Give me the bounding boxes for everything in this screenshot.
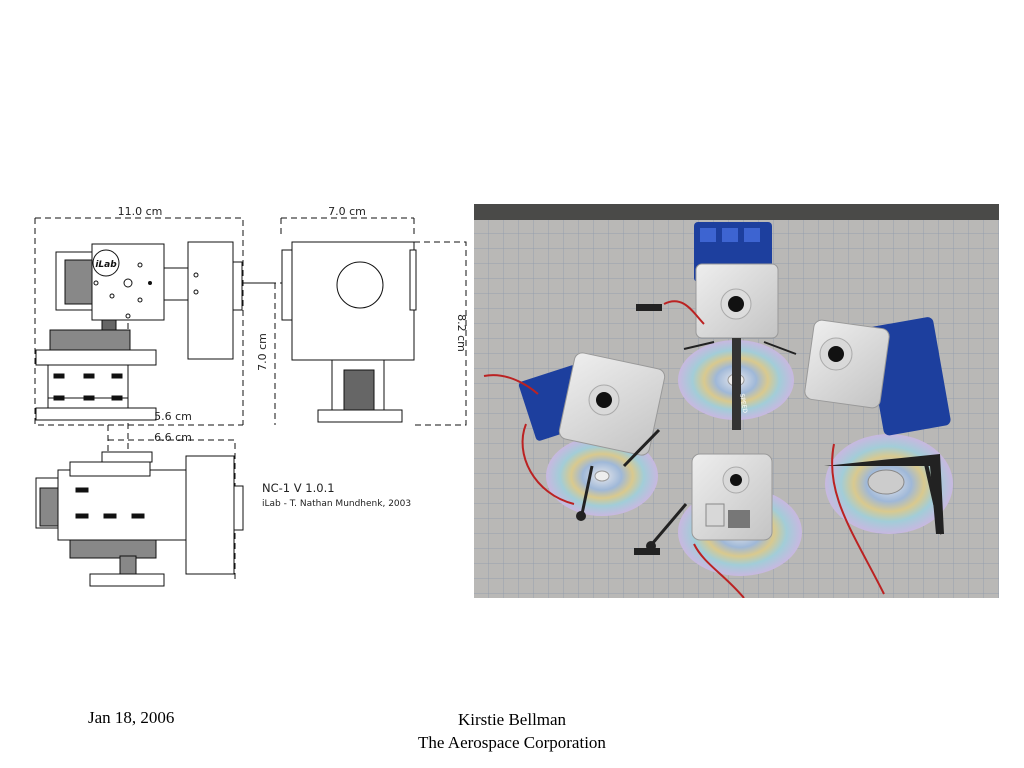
footer-organization: The Aerospace Corporation xyxy=(418,733,606,752)
outline-dashed-left xyxy=(34,217,244,426)
credit-label: iLab - T. Nathan Mundhenk, 2003 xyxy=(262,499,411,509)
robot-cameras-photo: SPEED xyxy=(474,204,999,598)
robot-left xyxy=(483,352,666,521)
robot-right xyxy=(804,317,953,595)
camera-lens-circle xyxy=(336,261,384,309)
dim-width-lower: 6.6 cm xyxy=(154,431,192,444)
robot-bottom xyxy=(634,453,802,598)
camera-speed-label: SPEED xyxy=(738,393,748,414)
dim-width-front: 7.0 cm xyxy=(328,205,366,218)
dim-height-front: 8.2 cm xyxy=(455,314,468,352)
dim-height-side: 7.0 cm xyxy=(256,333,269,371)
dim-width-mid: 5.6 cm xyxy=(154,410,192,423)
footer-author: Kirstie Bellman xyxy=(457,710,567,729)
footer-date: Jan 18, 2006 xyxy=(88,708,175,727)
model-label: NC-1 V 1.0.1 xyxy=(262,481,335,495)
ilab-logo-circle xyxy=(92,249,120,277)
ilab-logo-text: iLab xyxy=(95,260,117,270)
dim-width-top: 11.0 cm xyxy=(118,205,163,218)
technical-drawing: 11.0 cm 7.0 cm 7.0 cm 8.2 cm 5.6 cm 6.6 … xyxy=(34,205,468,590)
robot-top: SPEED xyxy=(636,222,797,430)
footer-author-block: Kirstie Bellman The Aerospace Corporatio… xyxy=(362,708,662,754)
